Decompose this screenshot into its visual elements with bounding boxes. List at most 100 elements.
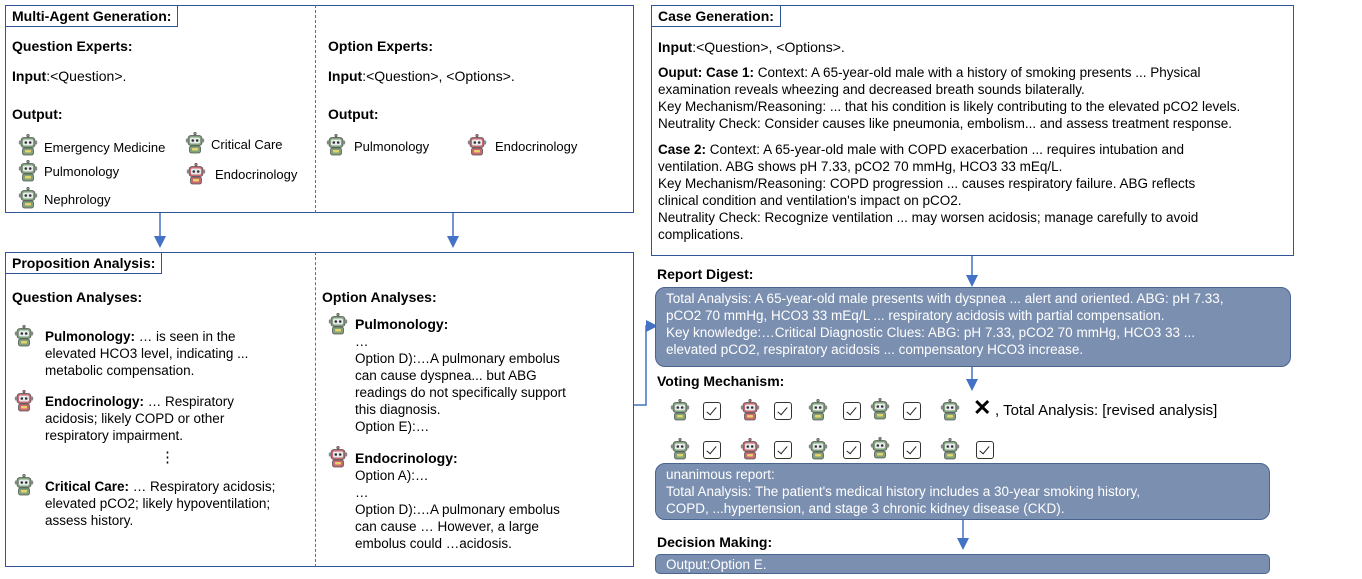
analysis-line: … is seen in the bbox=[135, 329, 236, 344]
checkbox-checked-icon bbox=[976, 441, 994, 459]
robot-icon bbox=[670, 399, 690, 421]
question-analyses-heading: Question Analyses: bbox=[12, 289, 143, 305]
input-label: Input bbox=[328, 68, 363, 84]
analysis-line: metabolic compensation. bbox=[45, 363, 195, 378]
proposition-title: Proposition Analysis: bbox=[5, 252, 163, 274]
option-analyses-heading: Option Analyses: bbox=[322, 289, 437, 305]
case-line: Key Mechanism/Reasoning: COPD progressio… bbox=[658, 176, 1196, 191]
question-experts-output-label: Output: bbox=[12, 106, 63, 122]
question-experts-heading: Question Experts: bbox=[12, 38, 133, 54]
checkbox-checked-icon bbox=[843, 402, 861, 420]
robot-icon bbox=[328, 446, 348, 468]
analysis-expert-name: Endocrinology: bbox=[355, 450, 458, 466]
robot-icon bbox=[740, 399, 760, 421]
robot-icon bbox=[808, 438, 828, 460]
analysis-line: Option D):…A pulmonary embolus bbox=[355, 502, 560, 517]
option-analysis-endocrinology: Endocrinology: Option A):… … Option D):…… bbox=[355, 450, 625, 552]
digest-line: elevated pCO2, respiratory acidosis ... … bbox=[666, 342, 1084, 357]
robot-icon bbox=[326, 134, 346, 156]
question-analysis-item: Critical Care: … Respiratory acidosis; e… bbox=[45, 478, 315, 529]
robot-icon bbox=[14, 474, 34, 496]
multi-agent-panel bbox=[5, 5, 634, 213]
analysis-expert-name: Endocrinology: bbox=[45, 394, 144, 409]
revised-analysis-label: , Total Analysis: [revised analysis] bbox=[995, 402, 1218, 419]
option-analysis-pulmonology: Pulmonology: … Option D):…A pulmonary em… bbox=[355, 316, 625, 435]
proposition-divider bbox=[315, 252, 316, 567]
analysis-line: Option E):… bbox=[355, 419, 430, 434]
analysis-line: can cause dyspnea... but ABG bbox=[355, 368, 537, 383]
case-line: Neutrality Check: Recognize ventilation … bbox=[658, 210, 1199, 225]
input-value: :<Question>, <Options>. bbox=[692, 39, 845, 55]
case-1: Ouput: Case 1: Context: A 65-year-old ma… bbox=[658, 64, 1290, 132]
question-experts-input: Input:<Question>. bbox=[12, 68, 126, 85]
case-1-label: Ouput: Case 1: bbox=[658, 65, 755, 80]
report-digest-box: Total Analysis: A 65-year-old male prese… bbox=[655, 287, 1291, 367]
expert-label: Endocrinology bbox=[215, 167, 298, 182]
arrow-proposition-to-digest bbox=[634, 320, 658, 406]
analysis-line: elevated pCO2; likely hypoventilation; bbox=[45, 496, 271, 511]
robot-icon bbox=[740, 438, 760, 460]
checkbox-checked-icon bbox=[843, 441, 861, 459]
voting-title: Voting Mechanism: bbox=[657, 373, 785, 389]
case-generation-title: Case Generation: bbox=[651, 5, 781, 27]
digest-line: pCO2 70 mmHg, HCO3 33 mEq/L ... respirat… bbox=[666, 308, 1165, 323]
question-analysis-item: Pulmonology: … is seen in the elevated H… bbox=[45, 328, 313, 379]
analysis-expert-name: Critical Care: bbox=[45, 479, 130, 494]
unanimous-line: unanimous report: bbox=[666, 467, 775, 482]
expert-label: Critical Care bbox=[211, 137, 283, 152]
case-line: examination reveals wheezing and decreas… bbox=[658, 82, 1085, 97]
robot-icon bbox=[870, 437, 890, 459]
unanimous-line: Total Analysis: The patient's medical hi… bbox=[666, 484, 1141, 499]
decision-title: Decision Making: bbox=[657, 534, 773, 550]
analysis-line: … bbox=[355, 334, 369, 349]
checkbox-checked-icon bbox=[903, 441, 921, 459]
case-generation-panel bbox=[651, 5, 1294, 256]
analysis-line: readings do not specifically support bbox=[355, 385, 566, 400]
robot-icon bbox=[185, 132, 205, 154]
case-2-label: Case 2: bbox=[658, 142, 707, 157]
input-value: :<Question>. bbox=[46, 68, 127, 84]
analysis-expert-name: Pulmonology: bbox=[45, 329, 135, 344]
case-line: Context: A 65-year-old male with a histo… bbox=[754, 65, 1201, 80]
input-value: :<Question>, <Options>. bbox=[362, 68, 515, 84]
option-experts-heading: Option Experts: bbox=[328, 38, 434, 54]
input-label: Input bbox=[658, 39, 693, 55]
report-digest-title: Report Digest: bbox=[657, 266, 754, 282]
question-analysis-item: Endocrinology: … Respiratory acidosis; l… bbox=[45, 393, 313, 444]
analysis-line: can cause … However, a large bbox=[355, 519, 539, 534]
robot-icon bbox=[467, 134, 487, 156]
analysis-line: Option A):… bbox=[355, 468, 429, 483]
robot-icon bbox=[186, 163, 206, 185]
case-line: ventilation. ABG shows pH 7.33, pCO2 70 … bbox=[658, 159, 1063, 174]
case-line: Neutrality Check: Consider causes like p… bbox=[658, 116, 1233, 131]
robot-icon bbox=[808, 399, 828, 421]
checkbox-checked-icon bbox=[703, 441, 721, 459]
robot-icon bbox=[940, 399, 960, 421]
robot-icon bbox=[18, 160, 38, 182]
unanimous-report-box: unanimous report: Total Analysis: The pa… bbox=[655, 463, 1270, 520]
analysis-line: embolus could …acidosis. bbox=[355, 536, 512, 551]
analysis-line: respiratory impairment. bbox=[45, 428, 184, 443]
case-2: Case 2: Context: A 65-year-old male with… bbox=[658, 141, 1290, 243]
robot-icon bbox=[14, 325, 34, 347]
digest-line: Total Analysis: A 65-year-old male prese… bbox=[666, 291, 1224, 306]
analysis-line: elevated HCO3 level, indicating ... bbox=[45, 346, 249, 361]
checkbox-checked-icon bbox=[903, 402, 921, 420]
checkbox-checked-icon bbox=[774, 402, 792, 420]
case-line: clinical condition and ventilation's imp… bbox=[658, 193, 962, 208]
case-line: Context: A 65-year-old male with COPD ex… bbox=[706, 142, 1185, 157]
unanimous-line: COPD, ...hypertension, and stage 3 chron… bbox=[666, 501, 1065, 516]
analysis-line: … Respiratory acidosis; bbox=[129, 479, 276, 494]
option-experts-output-label: Output: bbox=[328, 106, 379, 122]
decision-output-box: Output:Option E. bbox=[655, 554, 1270, 574]
analysis-line: assess history. bbox=[45, 513, 134, 528]
case-line: Key Mechanism/Reasoning: ... that his co… bbox=[658, 99, 1241, 114]
option-experts-input: Input:<Question>, <Options>. bbox=[328, 68, 515, 85]
expert-label: Emergency Medicine bbox=[44, 140, 166, 155]
expert-label: Endocrinology bbox=[495, 139, 578, 154]
case-generation-input: Input:<Question>, <Options>. bbox=[658, 39, 845, 56]
analysis-line: this diagnosis. bbox=[355, 402, 441, 417]
proposition-panel bbox=[5, 252, 634, 567]
robot-icon bbox=[14, 390, 34, 412]
analysis-line: acidosis; likely COPD or other bbox=[45, 411, 225, 426]
